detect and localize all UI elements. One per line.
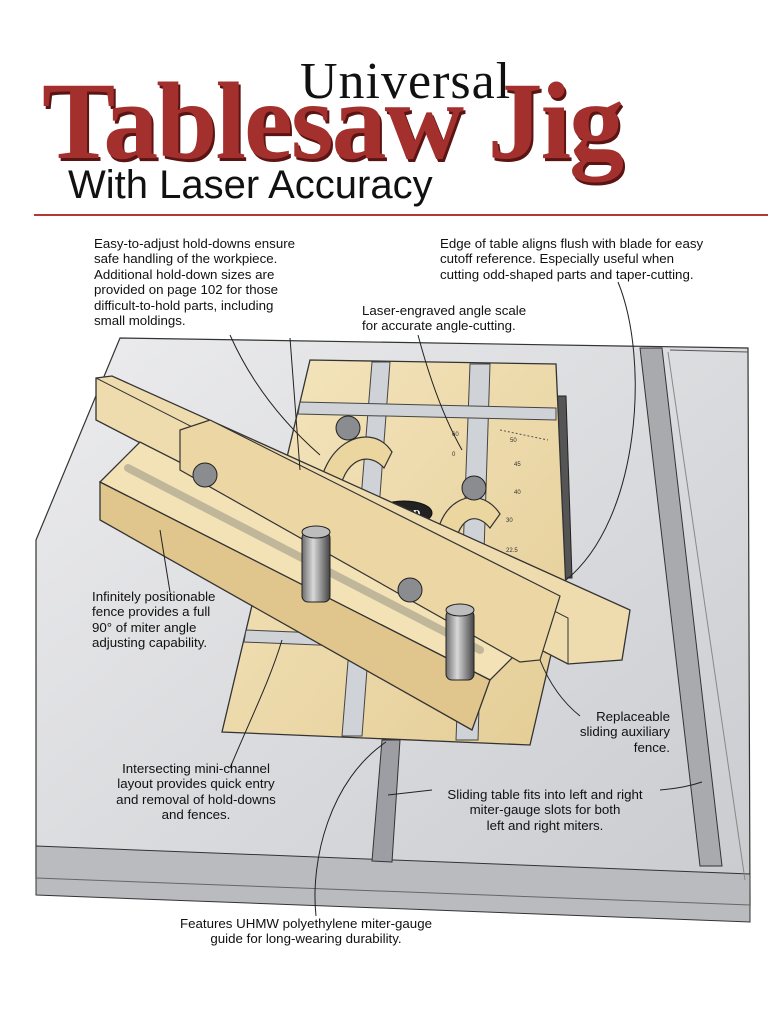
svg-text:60: 60 xyxy=(452,432,459,438)
callout-replaceable-fence: Replaceable sliding auxiliary fence. xyxy=(579,709,670,755)
callout-sliding-table: Sliding table fits into left and right m… xyxy=(447,787,643,833)
svg-text:45: 45 xyxy=(514,462,521,468)
svg-text:50: 50 xyxy=(510,438,517,444)
svg-text:40: 40 xyxy=(514,490,521,496)
svg-text:30: 30 xyxy=(506,518,513,524)
fence-posts xyxy=(301,525,475,681)
svg-text:22.5: 22.5 xyxy=(506,548,518,554)
callout-positionable-fence: Infinitely positionable fence provides a… xyxy=(92,589,216,651)
title-main: Tablesaw Jig xyxy=(42,60,624,182)
callout-table-edge: Edge of table aligns flush with blade fo… xyxy=(440,236,704,282)
callout-hold-downs: Easy-to-adjust hold-downs ensure safe ha… xyxy=(94,236,296,329)
title-universal: Universal xyxy=(300,53,512,110)
callout-mini-channel: Intersecting mini-channel layout provide… xyxy=(116,761,276,823)
title-subtitle: With Laser Accuracy xyxy=(68,163,433,207)
callout-uhmw-guide: Features UHMW polyethylene miter-gauge g… xyxy=(179,916,432,947)
svg-text:0: 0 xyxy=(452,452,456,458)
callout-laser-scale: Laser-engraved angle scale for accurate … xyxy=(362,303,527,334)
leader-lines xyxy=(159,281,703,917)
hold-down-knobs xyxy=(192,415,487,603)
title-rule xyxy=(34,214,768,216)
